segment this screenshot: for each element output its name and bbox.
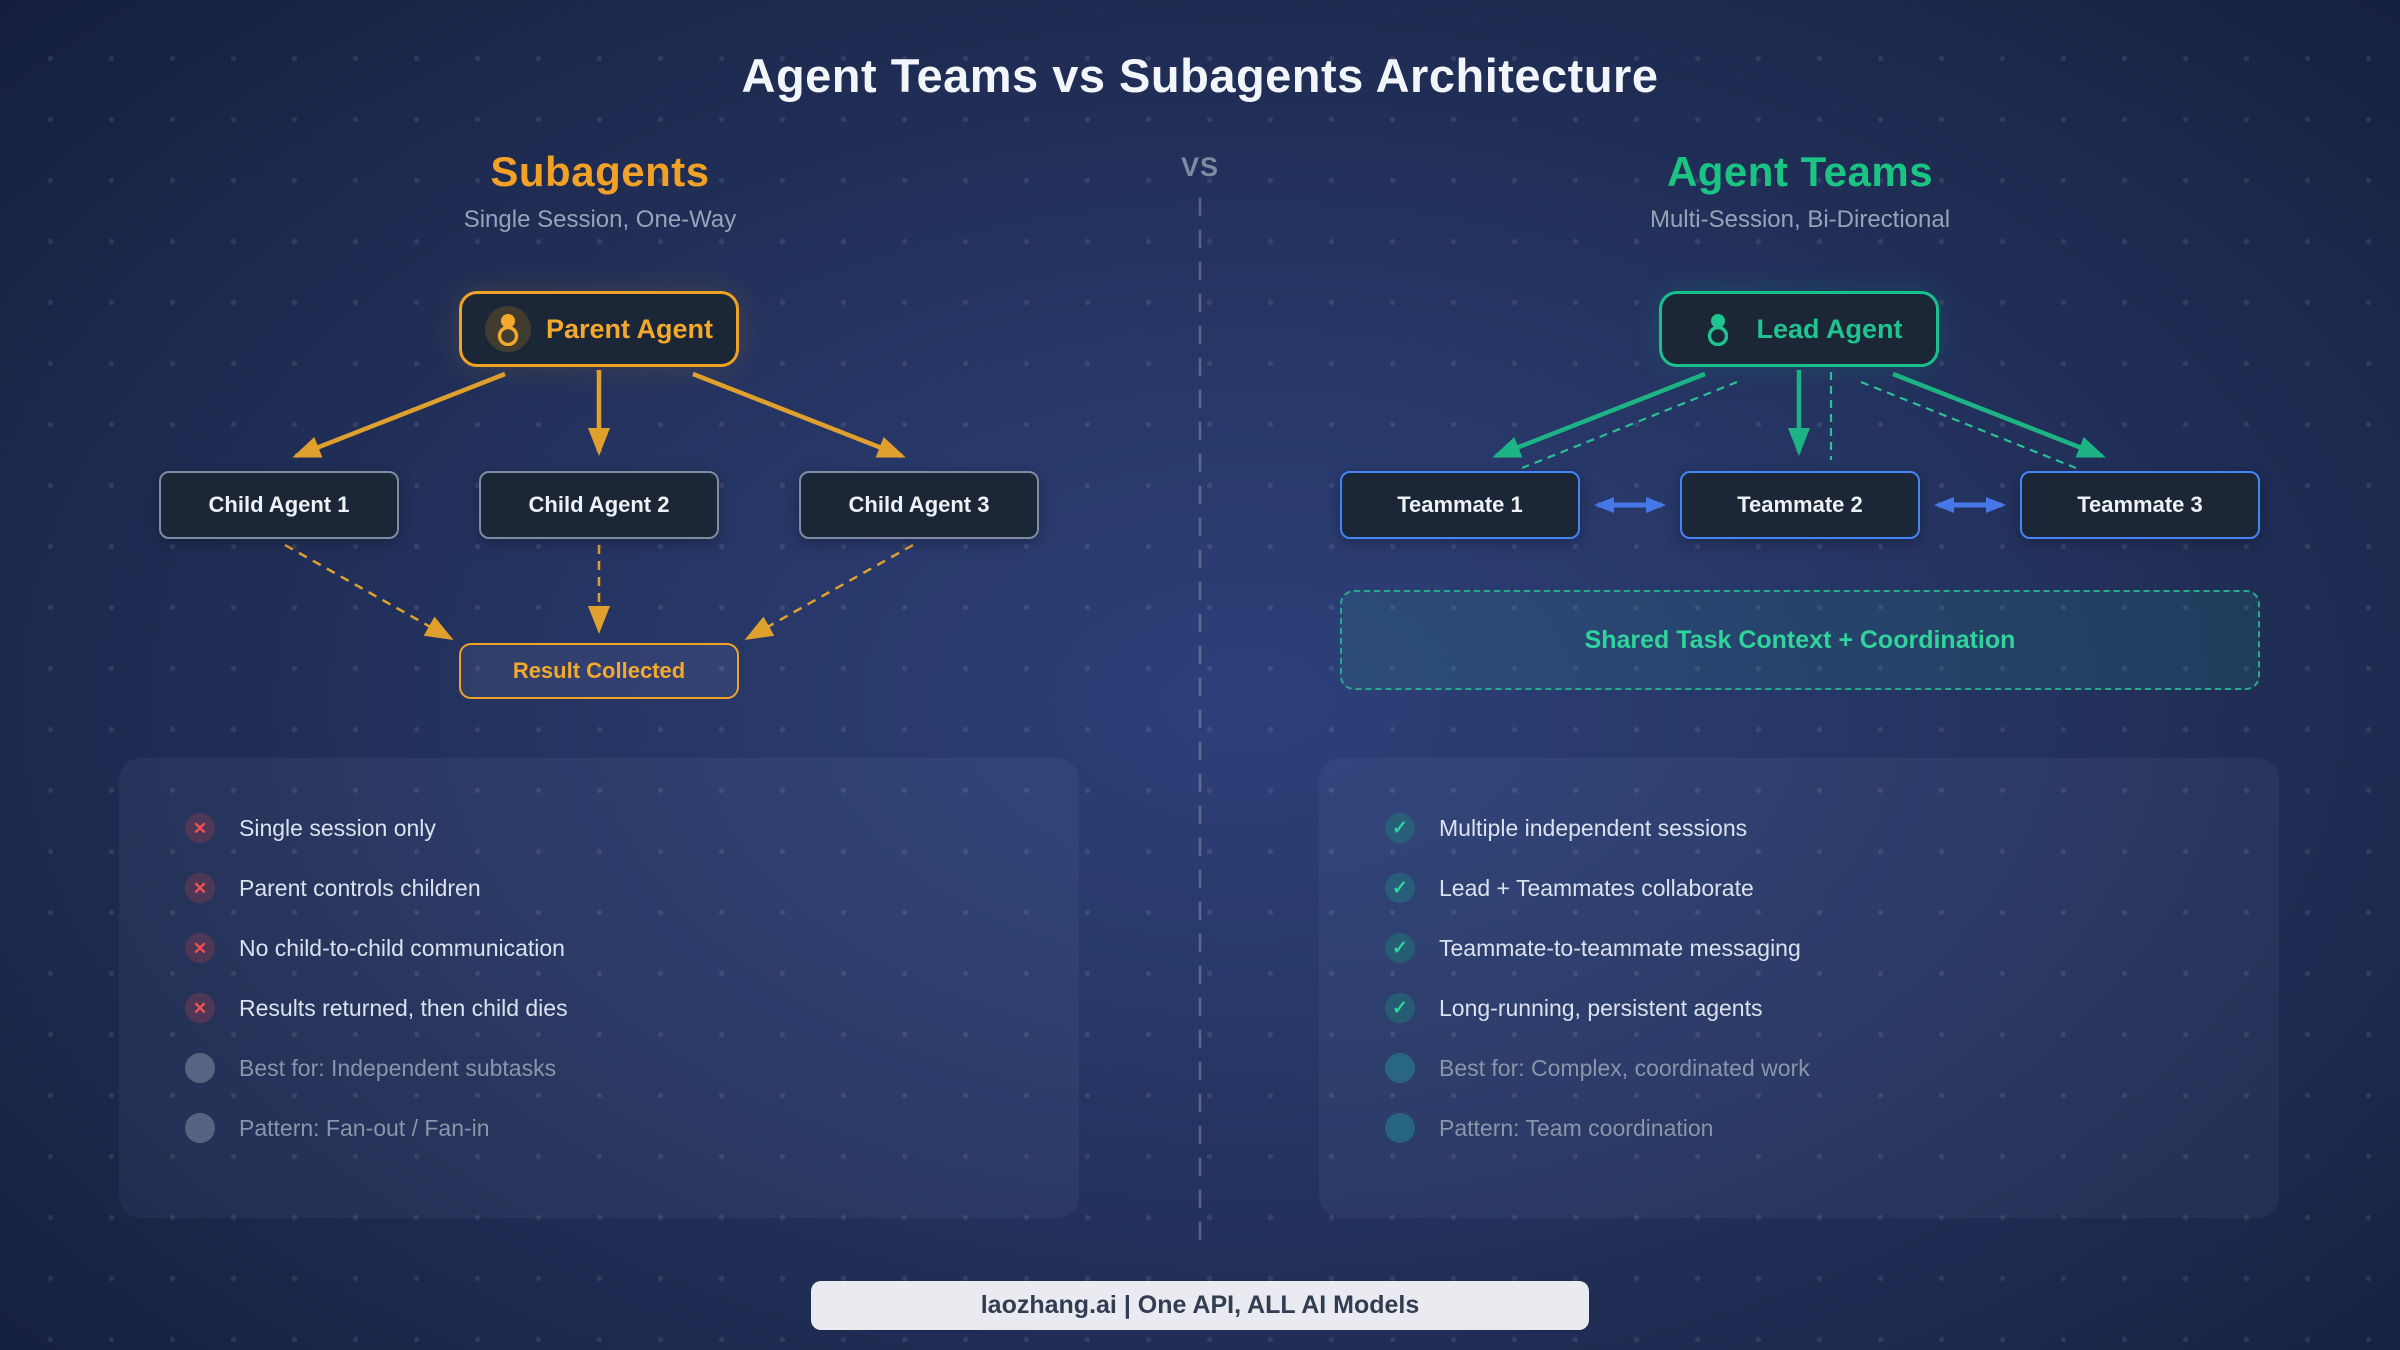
child-agent-1-node: Child Agent 1	[159, 471, 399, 539]
lead-to-teammates-arrows	[1492, 370, 2106, 459]
list-item: ✕ Parent controls children	[185, 858, 1079, 918]
list-item: ✓ Long-running, persistent agents	[1385, 978, 2279, 1038]
child-agent-2-label: Child Agent 2	[528, 492, 670, 517]
parent-to-children-arrows	[292, 370, 906, 459]
list-item: Pattern: Fan-out / Fan-in	[185, 1098, 1079, 1158]
parent-agent-node: Parent Agent	[459, 291, 739, 367]
list-item: Pattern: Team coordination	[1385, 1098, 2279, 1158]
list-item: Best for: Independent subtasks	[185, 1038, 1079, 1098]
list-item: ✕ No child-to-child communication	[185, 918, 1079, 978]
bullet-icon	[185, 1113, 215, 1143]
subagents-column-header: Subagents Single Session, One-Way	[0, 148, 1200, 234]
check-icon: ✓	[1385, 873, 1415, 903]
vs-label: VS	[1180, 152, 1220, 182]
teammate-2-label: Teammate 2	[1737, 492, 1863, 517]
agent-teams-column-header: Agent Teams Multi-Session, Bi-Directiona…	[1200, 148, 2400, 234]
branding-footer-text: laozhang.ai | One API, ALL AI Models	[980, 1291, 1420, 1319]
list-item: ✕ Results returned, then child dies	[185, 978, 1079, 1038]
teammate-1-node: Teammate 1	[1340, 471, 1580, 539]
list-item: ✓ Teammate-to-teammate messaging	[1385, 918, 2279, 978]
list-item: ✕ Single session only	[185, 798, 1079, 858]
agent-teams-subtitle: Multi-Session, Bi-Directional	[1649, 206, 1951, 233]
check-icon: ✓	[1385, 933, 1415, 963]
children-to-result-arrows	[284, 543, 914, 640]
cross-icon: ✕	[185, 813, 215, 843]
subagents-feature-panel	[119, 758, 1079, 1218]
bullet-icon	[1385, 1113, 1415, 1143]
check-icon: ✓	[1385, 993, 1415, 1023]
person-icon	[484, 306, 531, 352]
cross-icon: ✕	[185, 873, 215, 903]
bullet-icon	[1385, 1053, 1415, 1083]
subagents-subtitle: Single Session, One-Way	[463, 206, 737, 233]
page-title: Agent Teams vs Subagents Architecture	[741, 49, 1659, 102]
list-item: Best for: Complex, coordinated work	[1385, 1038, 2279, 1098]
result-collected-label: Result Collected	[512, 658, 686, 683]
subagents-heading: Subagents	[490, 148, 710, 195]
teammates-to-lead-return-lines	[1521, 372, 2077, 470]
shared-context-node: Shared Task Context + Coordination	[1340, 590, 2260, 690]
agent-teams-heading: Agent Teams	[1666, 148, 1934, 195]
lead-agent-label: Lead Agent	[1756, 313, 1903, 344]
branding-footer: laozhang.ai | One API, ALL AI Models	[811, 1281, 1589, 1330]
shared-context-label: Shared Task Context + Coordination	[1584, 625, 2016, 654]
bullet-icon	[185, 1053, 215, 1083]
child-agent-2-node: Child Agent 2	[479, 471, 719, 539]
child-agent-3-node: Child Agent 3	[799, 471, 1039, 539]
lead-agent-node: Lead Agent	[1659, 291, 1939, 367]
subagents-feature-list: ✕ Single session only ✕ Parent controls …	[119, 758, 1079, 1158]
cross-icon: ✕	[185, 993, 215, 1023]
cross-icon: ✕	[185, 933, 215, 963]
teammate-1-label: Teammate 1	[1397, 492, 1523, 517]
child-agent-3-label: Child Agent 3	[848, 492, 990, 517]
agent-teams-feature-panel	[1319, 758, 2279, 1218]
list-item: ✓ Multiple independent sessions	[1385, 798, 2279, 858]
parent-agent-label: Parent Agent	[545, 313, 714, 344]
result-collected-node: Result Collected	[459, 643, 739, 699]
check-icon: ✓	[1385, 813, 1415, 843]
list-item: ✓ Lead + Teammates collaborate	[1385, 858, 2279, 918]
teammate-3-node: Teammate 3	[2020, 471, 2260, 539]
agent-teams-feature-list: ✓ Multiple independent sessions ✓ Lead +…	[1319, 758, 2279, 1158]
person-icon	[1695, 306, 1741, 352]
child-agent-1-label: Child Agent 1	[208, 492, 350, 517]
teammate-2-node: Teammate 2	[1680, 471, 1920, 539]
teammate-3-label: Teammate 3	[2077, 492, 2203, 517]
